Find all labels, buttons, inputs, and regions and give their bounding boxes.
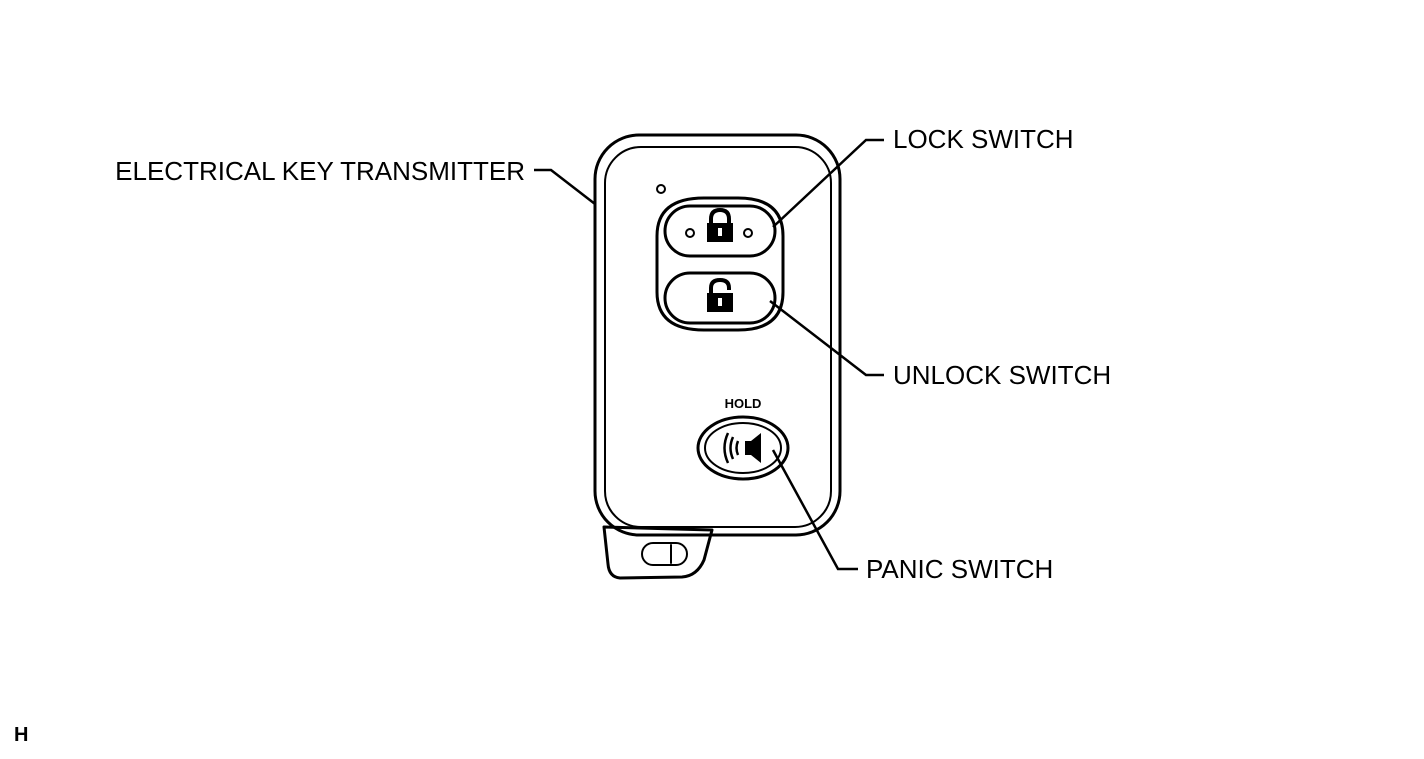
figure-id: H — [14, 724, 28, 746]
leader-unlock-switch — [769, 300, 884, 377]
padlock-open-icon — [707, 277, 733, 312]
label-electrical-key-transmitter: ELECTRICAL KEY TRANSMITTER — [115, 156, 525, 186]
label-unlock-switch: UNLOCK SWITCH — [893, 360, 1111, 390]
panic-switch-button[interactable] — [696, 415, 790, 481]
padlock-closed-icon — [707, 207, 733, 242]
unlock-switch-button[interactable] — [663, 271, 777, 325]
leader-lock-switch — [772, 138, 884, 228]
leader-panic-switch — [771, 449, 858, 571]
transmitter-body — [593, 133, 842, 537]
mechanical-key-tab — [602, 525, 714, 580]
leader-transmitter — [534, 168, 596, 205]
hold-label: HOLD — [725, 396, 762, 411]
lock-unlock-housing — [655, 196, 785, 332]
horn-speaker-icon — [723, 432, 761, 464]
lock-switch-button[interactable] — [663, 204, 777, 258]
label-lock-switch: LOCK SWITCH — [893, 124, 1074, 154]
leader-lines — [534, 138, 884, 571]
label-panic-switch: PANIC SWITCH — [866, 554, 1053, 584]
